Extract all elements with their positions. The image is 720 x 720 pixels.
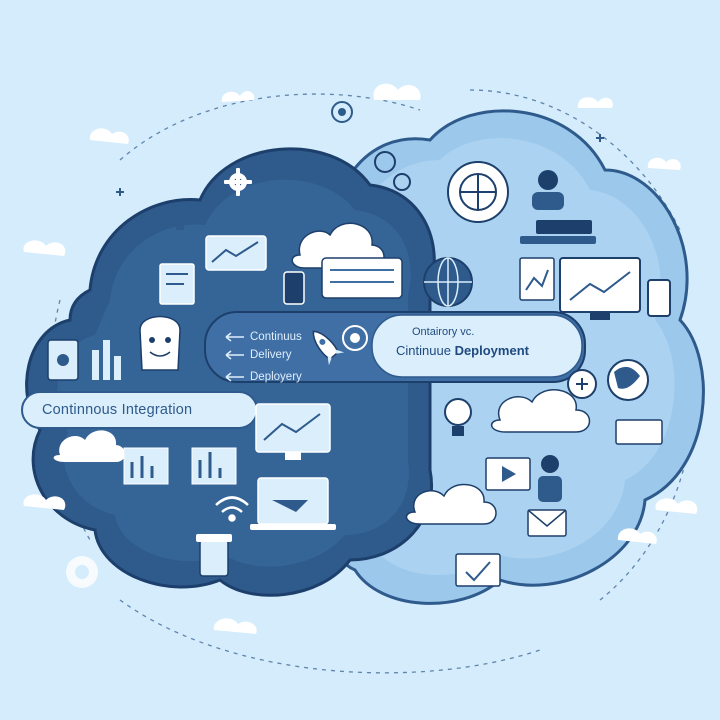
ci-label: Continnous Integration — [42, 402, 193, 418]
globe-icon — [607, 359, 649, 401]
coffee-cup-icon — [196, 534, 232, 577]
arrow-icon — [225, 332, 244, 382]
globe-icon — [423, 257, 473, 307]
middle-label-delivery: Delivery — [250, 349, 292, 361]
rocket-icon — [312, 330, 345, 366]
phone-icon — [283, 271, 305, 305]
document-icon — [159, 263, 195, 305]
server-icon — [520, 220, 596, 244]
cd-banner — [371, 314, 583, 378]
cd-label-bold: Deployment — [454, 343, 529, 358]
cd-label-prefix: Cintinuue — [396, 343, 451, 358]
person-icon — [538, 455, 562, 502]
monitor-icon — [255, 403, 331, 460]
cloud-icon — [53, 430, 126, 462]
monitor-icon — [485, 457, 531, 491]
person-icon — [532, 170, 564, 210]
cloud-icon — [291, 222, 385, 269]
monitor-icon — [455, 553, 501, 587]
middle-label-continuous: Continuus — [250, 331, 302, 343]
cloud-icon — [23, 83, 698, 634]
gear-icon — [447, 161, 509, 223]
tablet-icon — [647, 279, 671, 317]
monitor-icon — [205, 235, 267, 271]
plus-icon — [116, 134, 604, 196]
laptop-icon — [250, 477, 336, 530]
cd-label-line2: Cintinuue Deployment — [396, 343, 529, 358]
server-icon — [321, 257, 403, 299]
bar-chart-icon — [123, 447, 237, 485]
gear-icon — [374, 151, 411, 191]
target-icon — [342, 325, 368, 351]
chat-icon — [567, 369, 597, 399]
cloud-icon — [491, 389, 591, 433]
gear-icon — [224, 168, 252, 196]
cd-label-line1: Ontairory vc. — [412, 326, 475, 338]
target-icon — [331, 101, 353, 123]
middle-label-deployery: Deployery — [250, 371, 302, 383]
document-icon — [615, 419, 663, 445]
bulb-icon — [170, 202, 190, 230]
bulb-icon — [444, 398, 472, 436]
coffee-cup-icon — [47, 339, 79, 381]
bar-chart-icon — [92, 340, 121, 380]
cloud-icon — [405, 483, 497, 525]
document-icon — [519, 257, 555, 301]
wifi-icon — [215, 496, 249, 522]
monitor-icon — [559, 257, 641, 320]
gear-icon — [66, 556, 98, 588]
envelope-icon — [527, 509, 567, 537]
mascot-icon — [139, 315, 181, 371]
